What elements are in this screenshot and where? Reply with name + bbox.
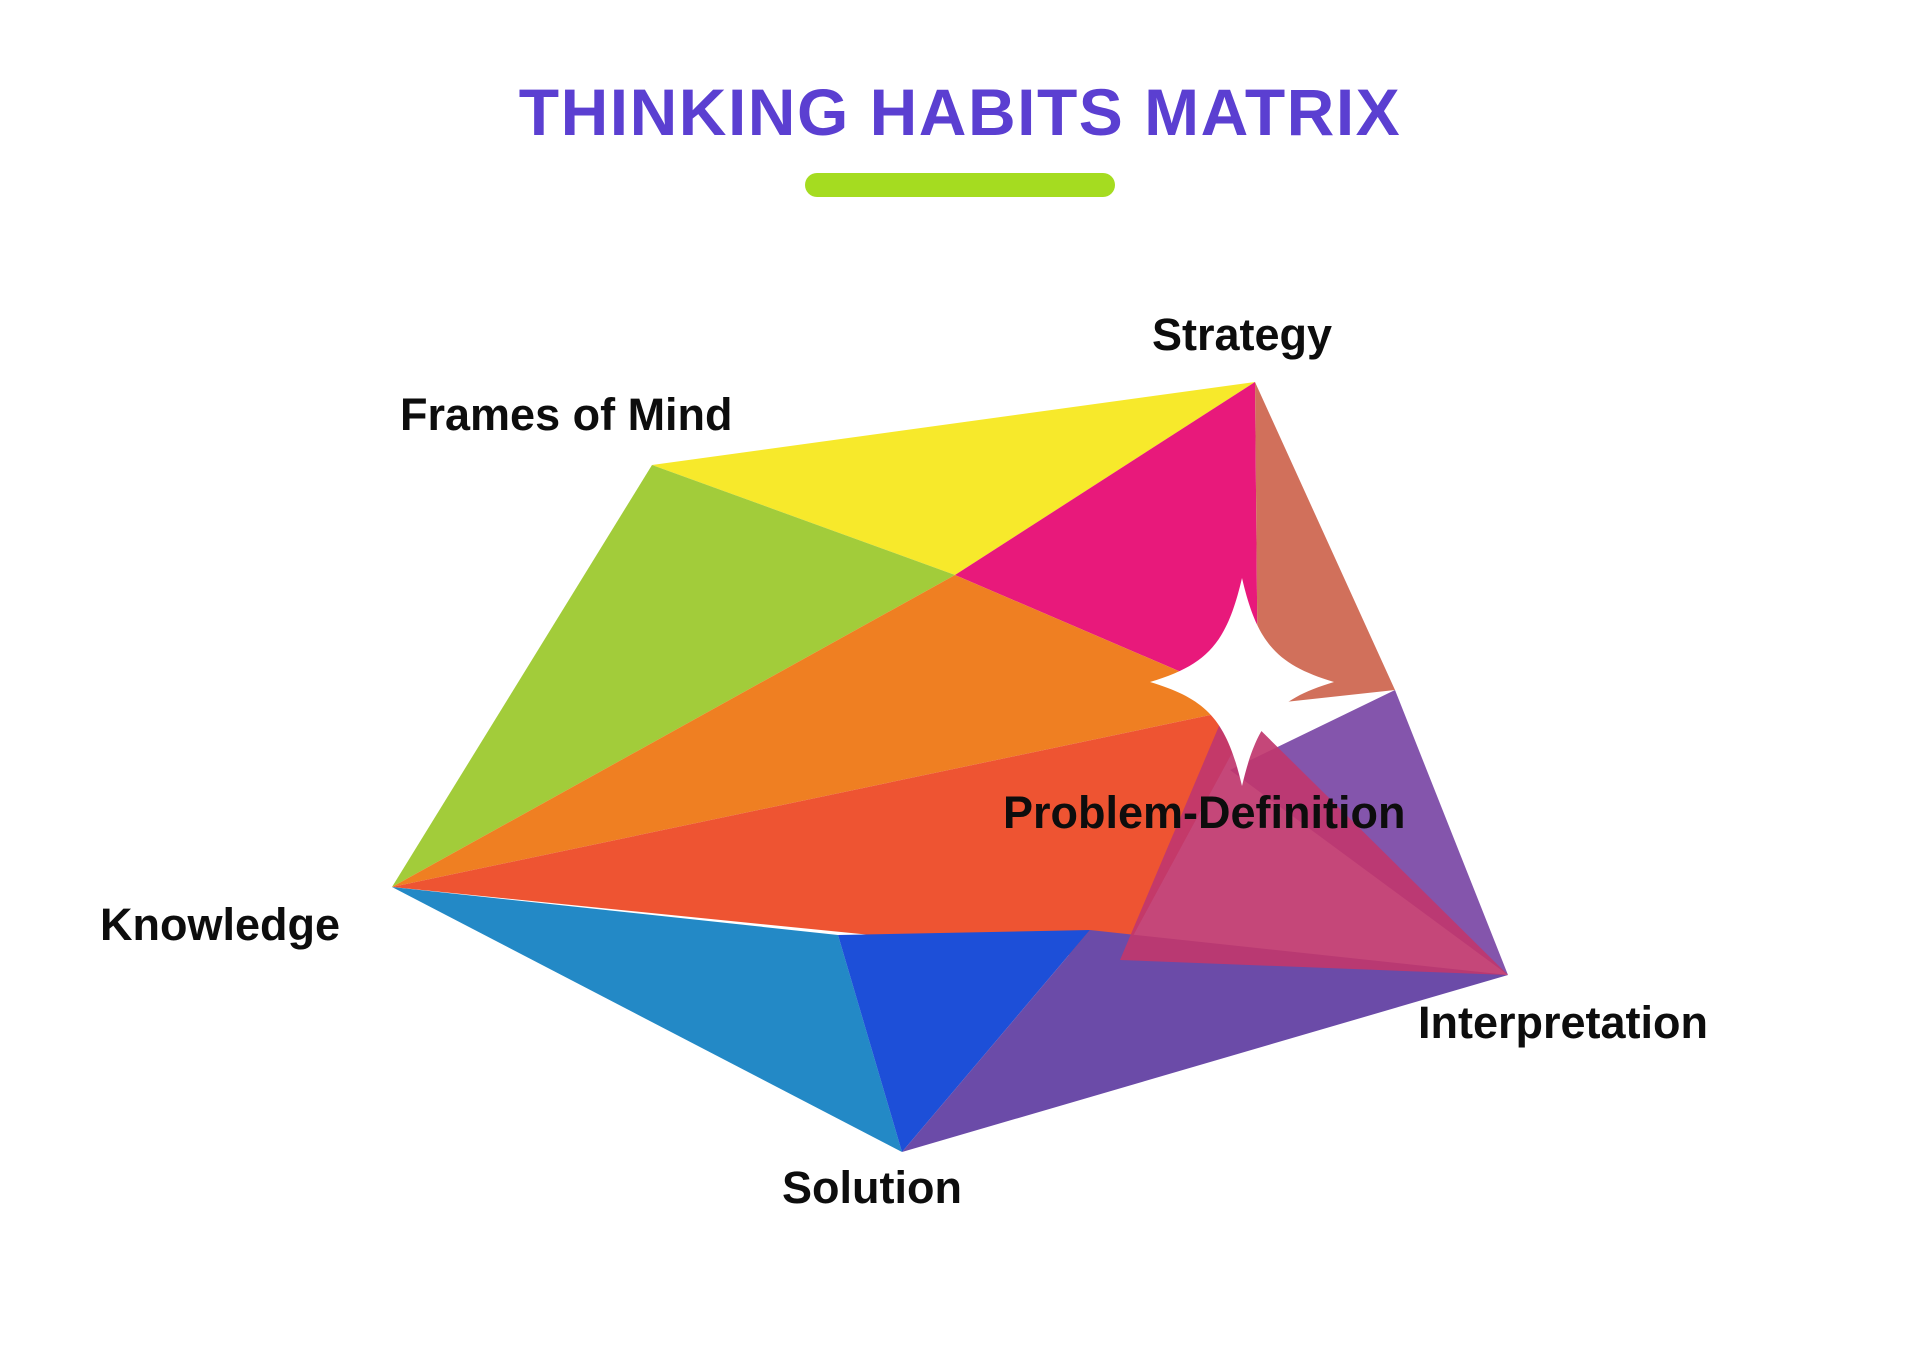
face-violet-face <box>1230 690 1508 975</box>
face-red-orange-face <box>392 705 1258 960</box>
node-label-problem-definition: Problem-Definition <box>1003 787 1406 838</box>
face-magenta-face <box>955 382 1258 705</box>
face-purple-face <box>902 930 1508 1152</box>
node-label-strategy: Strategy <box>1152 309 1333 360</box>
face-salmon-face <box>1255 382 1395 705</box>
node-label-knowledge: Knowledge <box>100 899 341 950</box>
face-orange-face <box>392 575 1258 887</box>
node-label-interpretation: Interpretation <box>1418 997 1709 1048</box>
node-label-solution: Solution <box>782 1162 962 1213</box>
face-light-blue-face <box>392 887 902 1152</box>
face-green-face <box>392 465 955 887</box>
node-label-frames-of-mind: Frames of Mind <box>400 389 733 440</box>
polygon-faces <box>392 382 1508 1152</box>
face-crimson-face <box>1120 700 1508 975</box>
face-yellow-face <box>652 382 1255 575</box>
face-blue-face <box>838 930 1090 1152</box>
